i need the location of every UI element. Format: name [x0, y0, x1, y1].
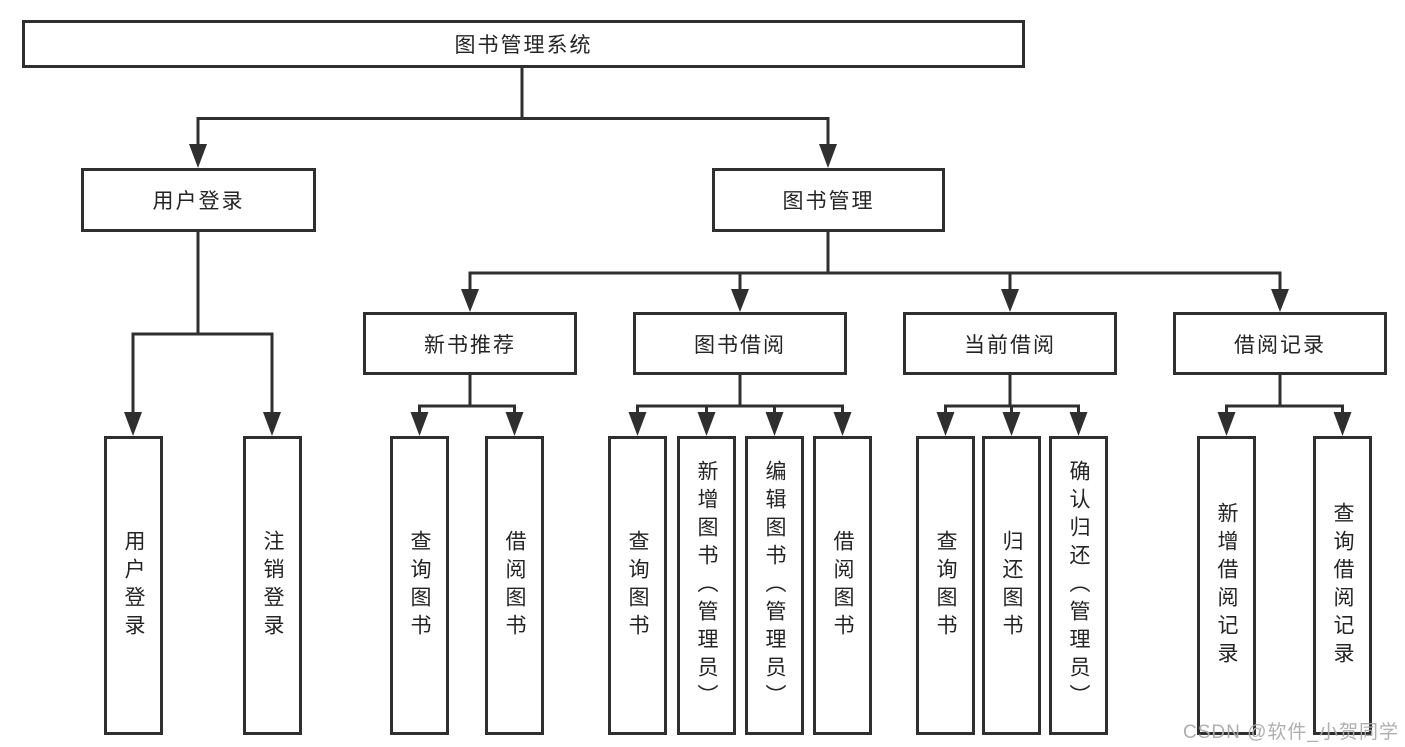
leaf-query-borrow-record: 查询借阅记录: [1313, 436, 1372, 735]
watermark: CSDN @软件_小贺同学: [1183, 722, 1399, 743]
node-book-borrow-label: 图书借阅: [694, 333, 786, 357]
leaf-borrow-book-recommend-label: 借阅图书: [503, 529, 527, 642]
leaf-borrow-book-recommend: 借阅图书: [485, 436, 544, 735]
leaf-borrow-book: 借阅图书: [813, 436, 872, 735]
arrowheads: [124, 144, 1352, 436]
node-root-label: 图书管理系统: [454, 34, 593, 57]
leaf-add-borrow-record-label: 新增借阅记录: [1215, 501, 1239, 670]
node-current-borrow: 当前借阅: [903, 312, 1117, 375]
node-book-mgmt-label: 图书管理: [782, 190, 875, 213]
leaf-edit-book-admin-label: 编辑图书（管理员）: [763, 459, 787, 712]
node-borrow-record-label: 借阅记录: [1234, 333, 1326, 357]
leaf-query-book-current: 查询图书: [916, 436, 975, 735]
leaf-return-book: 归还图书: [982, 436, 1041, 735]
node-book-mgmt: 图书管理: [712, 168, 945, 232]
node-root: 图书管理系统: [22, 20, 1025, 68]
leaf-add-book-admin-label: 新增图书（管理员）: [695, 459, 719, 712]
leaf-add-book-admin: 新增图书（管理员）: [677, 436, 736, 735]
leaf-confirm-return-admin-label: 确认归还（管理员）: [1067, 459, 1091, 712]
node-user-login: 用户登录: [81, 168, 316, 232]
connector-segments: [131, 68, 1344, 414]
leaf-query-book-borrow-label: 查询图书: [626, 529, 650, 642]
leaf-logout-login: 注销登录: [243, 436, 302, 735]
leaf-edit-book-admin: 编辑图书（管理员）: [745, 436, 804, 735]
leaf-query-borrow-record-label: 查询借阅记录: [1331, 501, 1355, 670]
node-new-book-recommend: 新书推荐: [363, 312, 577, 375]
leaf-user-login-label: 用户登录: [122, 529, 146, 642]
leaf-borrow-book-label: 借阅图书: [831, 529, 855, 642]
leaf-add-borrow-record: 新增借阅记录: [1197, 436, 1256, 735]
node-borrow-record: 借阅记录: [1173, 312, 1387, 375]
leaf-return-book-label: 归还图书: [1000, 529, 1024, 642]
node-book-borrow: 图书借阅: [633, 312, 847, 375]
leaf-query-book-recommend-label: 查询图书: [408, 529, 432, 642]
leaf-query-book-current-label: 查询图书: [934, 529, 958, 642]
leaf-logout-login-label: 注销登录: [261, 529, 285, 642]
leaf-confirm-return-admin: 确认归还（管理员）: [1049, 436, 1108, 735]
node-current-borrow-label: 当前借阅: [964, 333, 1056, 357]
node-new-book-recommend-label: 新书推荐: [424, 333, 516, 357]
leaf-query-book-borrow: 查询图书: [608, 436, 667, 735]
node-user-login-label: 用户登录: [152, 190, 245, 213]
leaf-query-book-recommend: 查询图书: [390, 436, 449, 735]
leaf-user-login: 用户登录: [104, 436, 163, 735]
